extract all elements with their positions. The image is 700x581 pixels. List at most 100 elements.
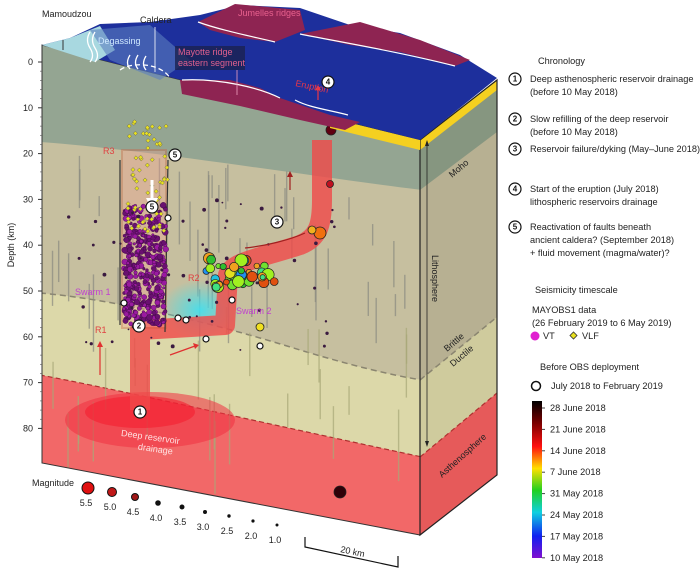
- vt-event: [93, 219, 98, 224]
- magnitude-label: 2.0: [245, 531, 258, 541]
- vt-event: [161, 240, 167, 246]
- vt-event: [162, 246, 169, 253]
- dated-event: [232, 275, 245, 288]
- chronology-number: 5: [513, 223, 518, 232]
- before-obs-label: July 2018 to February 2019: [551, 381, 663, 391]
- chronology-number-icon: [508, 182, 522, 196]
- chronology-number-icon: [508, 220, 522, 234]
- label-caldera: Caldera: [140, 15, 172, 25]
- vt-event: [131, 284, 135, 288]
- label-swarm2: Swarm 2: [236, 306, 272, 316]
- vt-event: [215, 300, 219, 304]
- vlf-event: [129, 225, 135, 231]
- jumelles-ridge-east: [300, 22, 470, 66]
- vt-event: [187, 298, 191, 302]
- vt-event: [292, 258, 297, 263]
- vt-event: [225, 219, 229, 223]
- vlf-event: [157, 195, 162, 200]
- vt-event: [156, 253, 164, 260]
- chronology-number-icon: [508, 142, 522, 156]
- chronology-item-text: ancient caldera? (September 2018): [530, 235, 674, 245]
- magnitude-circle-1.0: [275, 523, 279, 527]
- vt-event: [141, 311, 148, 318]
- vt-event: [160, 268, 164, 272]
- vlf-event: [142, 226, 148, 232]
- vt-event: [146, 314, 153, 321]
- vt-event: [81, 305, 85, 309]
- vlf-event: [162, 153, 168, 159]
- vlf-event: [137, 206, 143, 212]
- before-obs-event: [174, 314, 182, 322]
- chronology-marker-4: [321, 75, 335, 89]
- vlf-event: [153, 188, 159, 194]
- vt-event: [188, 315, 192, 319]
- vt-event: [147, 220, 152, 226]
- vt-marker-icon: [530, 331, 540, 341]
- vlf-event: [151, 224, 157, 230]
- vt-event: [133, 299, 140, 306]
- vt-event: [124, 223, 129, 229]
- vlf-event: [164, 165, 170, 170]
- chronology-marker-5: [168, 148, 182, 162]
- before-obs-event: [164, 214, 172, 222]
- vlf-event: [145, 145, 151, 151]
- before-obs-event: [182, 316, 190, 324]
- vlf-event: [140, 219, 146, 225]
- vt-event: [133, 310, 139, 315]
- vlf-label: VLF: [582, 331, 599, 341]
- depth-tick-label: 80: [23, 423, 33, 433]
- vt-event: [121, 246, 128, 254]
- vt-event: [158, 293, 162, 298]
- dated-event: [229, 262, 240, 272]
- vt-event: [130, 268, 134, 272]
- depth-tick-label: 0: [28, 57, 33, 67]
- vlf-event: [157, 125, 163, 131]
- vt-event: [137, 306, 142, 311]
- vt-event: [160, 317, 165, 322]
- right-face: [420, 80, 497, 535]
- vlf-event: [126, 123, 132, 129]
- chronology-item-text: Reactivation of faults beneath: [530, 222, 651, 232]
- chronology-item-text: + fluid movement (magma/water)?: [530, 248, 670, 258]
- vlf-event: [145, 190, 151, 196]
- vt-event: [154, 299, 161, 306]
- vt-event: [126, 247, 133, 253]
- vlf-event: [149, 216, 155, 222]
- vt-event: [147, 237, 152, 243]
- vt-event: [153, 270, 160, 277]
- vt-event: [142, 267, 146, 271]
- vlf-event: [130, 172, 136, 178]
- vt-event: [221, 201, 224, 204]
- vlf-event: [145, 228, 151, 234]
- vt-event: [141, 233, 145, 238]
- vt-event: [136, 240, 140, 244]
- magnitude-label: 5.5: [80, 498, 93, 508]
- vt-event: [181, 219, 185, 223]
- vlf-event: [144, 162, 150, 168]
- mayobs-dates: (26 February 2019 to 6 May 2019): [532, 318, 671, 328]
- vlf-event: [160, 180, 165, 186]
- vt-event: [156, 261, 162, 267]
- vlf-event: [134, 178, 140, 184]
- vlf-event: [164, 177, 170, 183]
- vlf-event: [133, 155, 139, 161]
- vt-event: [154, 276, 159, 281]
- vlf-event: [151, 136, 157, 142]
- vt-event: [136, 214, 141, 219]
- vt-event: [126, 261, 130, 265]
- magnitude-circle-5.5: [81, 481, 95, 495]
- depth-tick-label: 30: [23, 194, 33, 204]
- vt-event: [126, 228, 133, 235]
- vt-event: [150, 336, 153, 339]
- vt-event: [139, 249, 145, 255]
- vt-event: [322, 344, 326, 348]
- vt-event: [239, 203, 242, 206]
- label-lithosphere: Lithosphere: [430, 255, 440, 302]
- label-r3: R3: [103, 146, 115, 156]
- vt-event: [160, 303, 167, 310]
- vt-event: [159, 250, 163, 254]
- vt-event: [132, 242, 136, 246]
- vt-event: [150, 254, 156, 260]
- vt-event: [296, 303, 299, 306]
